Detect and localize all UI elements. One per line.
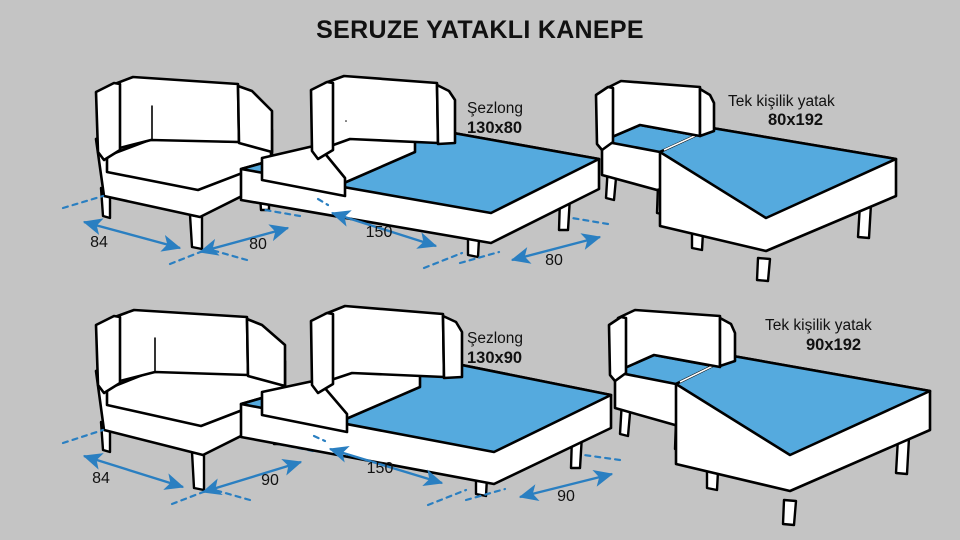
product-name-label: Tek kişilik yatak — [728, 93, 835, 110]
page-title: SERUZE YATAKLI KANEPE — [316, 16, 644, 44]
dimension-value: 80 — [249, 236, 267, 253]
seat-front — [260, 378, 349, 434]
backrest — [323, 74, 440, 150]
dimension-value: 84 — [92, 470, 110, 487]
seat-front — [260, 143, 347, 198]
backrest-side — [309, 311, 335, 395]
product-size-label: 130x90 — [467, 349, 522, 367]
dimension-value: 80 — [545, 252, 563, 269]
dimension-value: 84 — [90, 234, 108, 251]
backrest-side — [94, 314, 122, 395]
backrest — [110, 308, 250, 385]
chaise-130x80-illustration — [239, 74, 601, 259]
backrest-right-edge — [236, 84, 274, 154]
dimension-value: 150 — [366, 224, 393, 241]
product-name-label: Şezlong — [467, 100, 523, 117]
bed-90x192-labels: Tek kişilik yatak 90x192 — [765, 317, 872, 354]
headboard-right-edge — [718, 316, 737, 368]
backrest — [323, 304, 446, 384]
backrest-side — [309, 80, 335, 161]
chaise-130x90-dimensions: 150 90 — [312, 434, 622, 507]
product-name-label: Tek kişilik yatak — [765, 317, 872, 334]
chaise-130x90-labels: Şezlong 130x90 — [467, 330, 523, 367]
backrest-right-edge — [245, 317, 287, 388]
dimension-value: 150 — [367, 460, 394, 477]
bed-90x192-illustration — [607, 308, 932, 527]
armchair-80-illustration — [94, 75, 274, 251]
headboard-right-edge — [698, 87, 716, 138]
product-size-label: 80x192 — [768, 111, 823, 129]
headboard-side — [607, 315, 628, 383]
backrest-right-edge — [435, 83, 457, 146]
product-size-label: 90x192 — [806, 336, 861, 354]
dimension-value: 90 — [557, 488, 575, 505]
dimension-value: 90 — [261, 472, 279, 489]
product-size-label: 130x80 — [467, 119, 522, 137]
product-name-label: Şezlong — [467, 330, 523, 347]
bed-80x192-labels: Tek kişilik yatak 80x192 — [728, 93, 835, 129]
armchair-80-dimensions: 84 80 — [61, 194, 302, 266]
backrest — [110, 75, 241, 152]
backrest-right-edge — [441, 314, 464, 380]
chaise-130x80-dimensions: 150 80 — [316, 197, 610, 270]
backrest-side — [94, 81, 122, 162]
bed-80x192-illustration — [594, 79, 898, 283]
chaise-130x80-labels: Şezlong 130x80 — [467, 100, 523, 137]
headboard-side — [594, 85, 615, 152]
